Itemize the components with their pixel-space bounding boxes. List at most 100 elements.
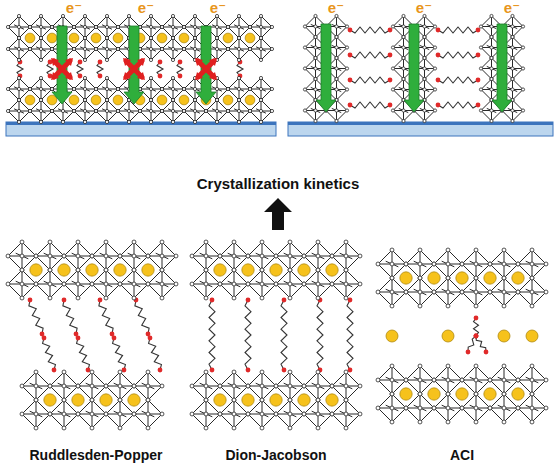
charge-transport-arrow xyxy=(124,26,144,104)
halide-atom xyxy=(418,290,422,294)
halide-atom xyxy=(521,46,524,49)
halide-atom xyxy=(402,35,405,38)
halide-atom xyxy=(316,240,320,244)
halide-atom xyxy=(118,398,122,402)
halide-atom xyxy=(171,25,174,28)
halide-atom xyxy=(17,98,20,101)
halide-atom xyxy=(391,109,394,112)
halide-atom xyxy=(39,109,42,112)
halide-atom xyxy=(17,120,20,123)
a-site-cation xyxy=(428,388,440,400)
halide-atom xyxy=(118,254,122,258)
ammonium-head xyxy=(476,53,481,58)
halide-atom xyxy=(160,384,164,388)
spacer-chain xyxy=(438,52,478,58)
halide-atom xyxy=(490,77,493,80)
halide-atom xyxy=(76,296,80,300)
halide-atom xyxy=(446,276,450,280)
spacer-chain xyxy=(347,300,353,370)
halide-atom xyxy=(62,398,66,402)
halide-atom xyxy=(390,304,394,308)
halide-atom xyxy=(226,47,229,50)
halide-atom xyxy=(344,426,348,430)
halide-atom xyxy=(418,392,422,396)
halide-atom xyxy=(511,77,514,80)
octahedron xyxy=(378,366,406,394)
interlayer-cation xyxy=(526,330,538,342)
octahedron xyxy=(332,242,360,270)
a-site-cation xyxy=(25,33,35,43)
octahedron xyxy=(184,100,206,122)
halide-atom xyxy=(335,56,338,59)
substrate xyxy=(6,122,553,136)
octahedron xyxy=(140,78,162,100)
halide-atom xyxy=(423,67,426,70)
halide-atom xyxy=(48,412,52,416)
halide-atom xyxy=(316,268,320,272)
halide-atom xyxy=(259,58,262,61)
halide-atom xyxy=(160,282,164,286)
substrate-edge xyxy=(6,122,276,125)
octahedron xyxy=(74,38,96,60)
halide-atom xyxy=(72,25,75,28)
halide-atom xyxy=(344,254,348,258)
ammonium-head xyxy=(76,336,81,341)
halide-atom xyxy=(232,412,236,416)
halide-atom xyxy=(316,398,320,402)
ammonium-head xyxy=(158,368,163,373)
halide-atom xyxy=(316,412,320,416)
halide-atom xyxy=(330,254,334,258)
octahedron xyxy=(304,372,332,400)
halide-atom xyxy=(226,25,229,28)
halide-atom xyxy=(432,290,436,294)
a-site-cation xyxy=(179,33,189,43)
halide-atom xyxy=(516,378,520,382)
halide-atom xyxy=(104,268,108,272)
halide-atom xyxy=(118,370,122,374)
perovskite-slab xyxy=(391,14,436,122)
halide-atom xyxy=(479,88,482,91)
halide-atom xyxy=(404,406,408,410)
halide-atom xyxy=(260,282,264,286)
octahedron xyxy=(192,242,220,270)
halide-atom xyxy=(474,290,478,294)
octahedron xyxy=(304,270,332,298)
halide-atom xyxy=(460,406,464,410)
spacer-chain xyxy=(476,336,486,352)
halide-atom xyxy=(446,304,450,308)
halide-atom xyxy=(83,98,86,101)
halide-atom xyxy=(260,296,264,300)
halide-atom xyxy=(132,384,136,388)
halide-atom xyxy=(418,420,422,424)
octahedron xyxy=(96,38,118,60)
halide-atom xyxy=(39,76,42,79)
halide-atom xyxy=(488,262,492,266)
a-site-cation xyxy=(223,33,233,43)
halide-atom xyxy=(502,378,506,382)
ammonium-head xyxy=(178,74,183,79)
octahedron xyxy=(250,16,272,38)
ammonium-head xyxy=(348,103,353,108)
electron-label: e⁻ xyxy=(66,0,82,17)
halide-atom xyxy=(314,77,317,80)
halide-atom xyxy=(72,87,75,90)
halide-atom xyxy=(193,98,196,101)
halide-atom xyxy=(302,254,306,258)
halide-atom xyxy=(479,25,482,28)
halide-atom xyxy=(215,47,218,50)
ammonium-head xyxy=(98,74,103,79)
halide-atom xyxy=(391,46,394,49)
halide-atom xyxy=(402,109,405,112)
ammonium-head xyxy=(436,28,441,33)
halide-atom xyxy=(404,406,408,410)
halide-atom xyxy=(530,420,534,424)
halide-atom xyxy=(502,290,506,294)
halide-atom xyxy=(345,46,348,49)
halide-atom xyxy=(104,254,108,258)
a-site-cation xyxy=(484,272,496,284)
charge-transport-arrow xyxy=(52,26,72,104)
halide-atom xyxy=(39,47,42,50)
halide-atom xyxy=(530,378,534,382)
halide-atom xyxy=(432,378,436,382)
halide-atom xyxy=(314,35,317,38)
